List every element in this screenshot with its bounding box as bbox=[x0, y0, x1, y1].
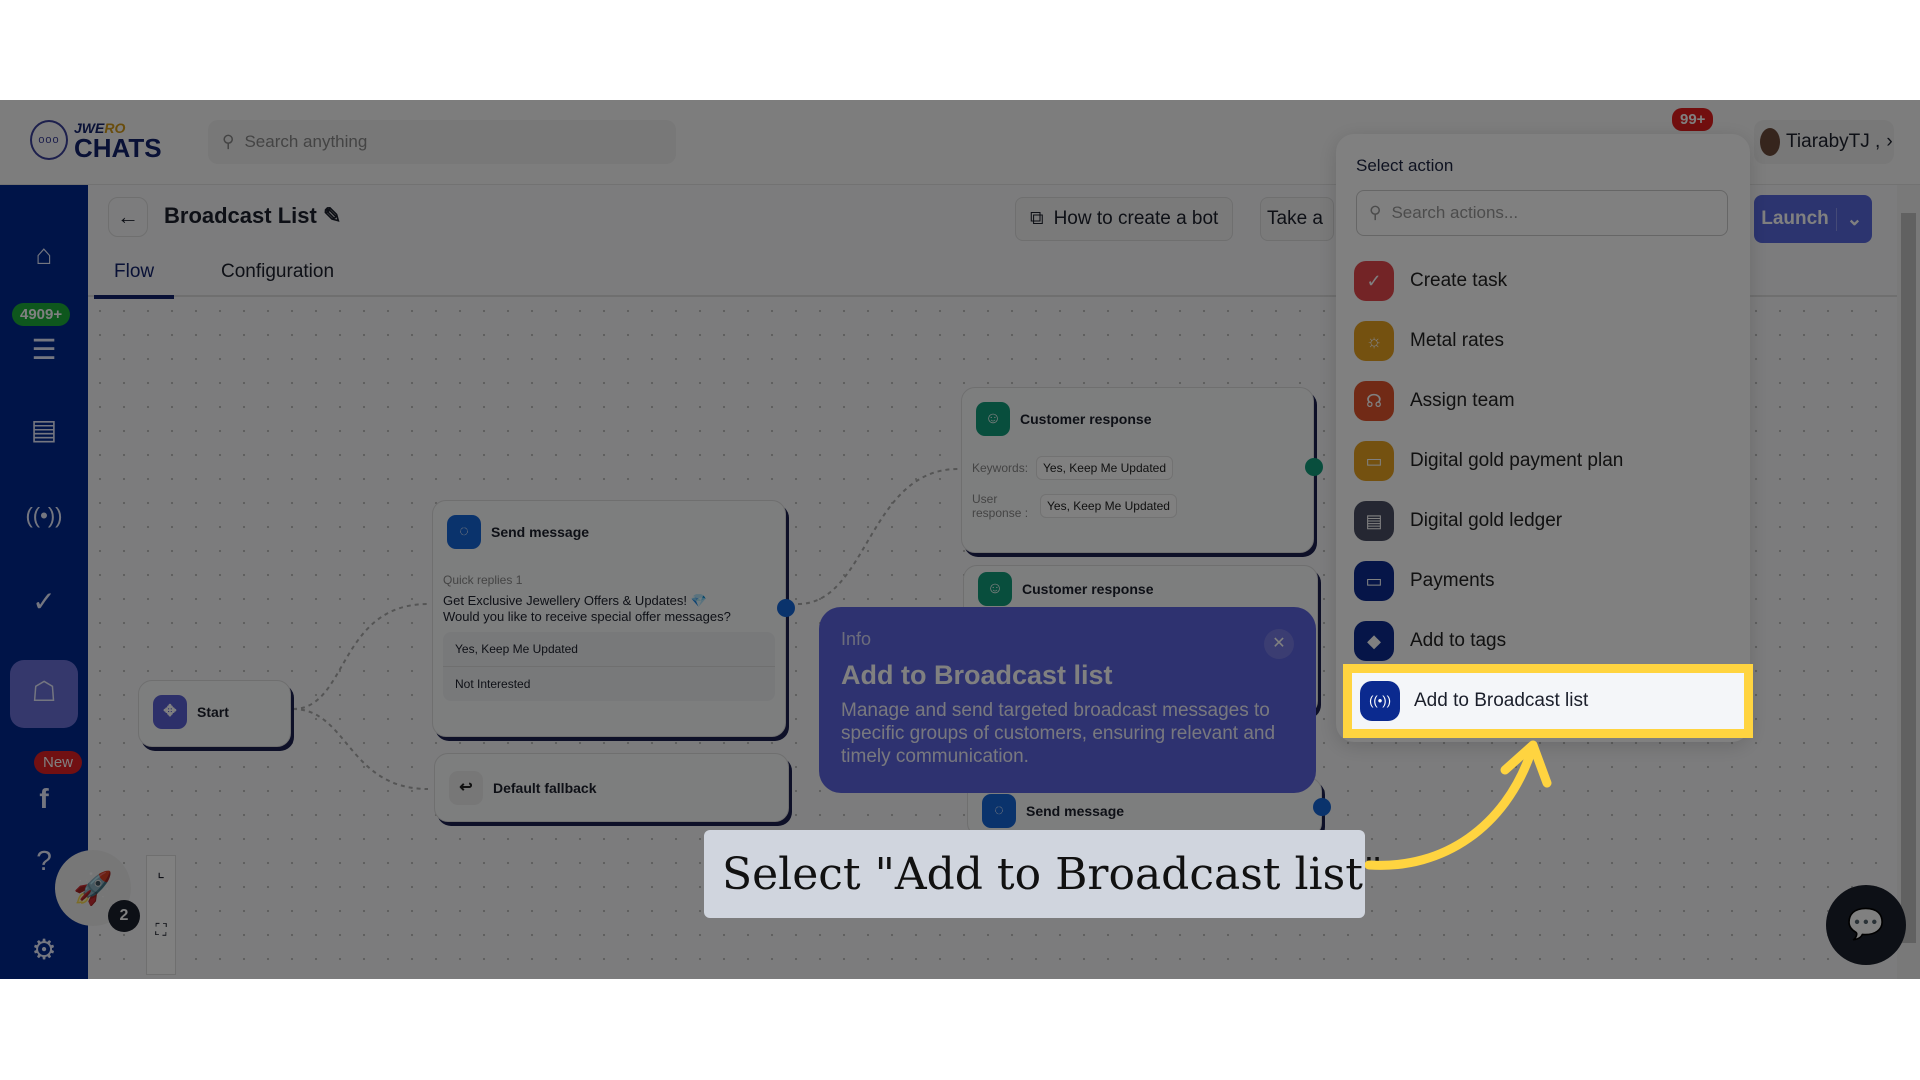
start-node[interactable]: ✥Start bbox=[138, 680, 291, 747]
quick-reply-option: Not Interested bbox=[455, 677, 531, 691]
avatar bbox=[1760, 128, 1780, 156]
settings-icon[interactable]: ⚙ bbox=[31, 934, 57, 965]
onboarding-count-badge: 2 bbox=[108, 900, 140, 932]
broadcast-icon: ((•)) bbox=[1360, 681, 1400, 721]
action-icon: ▭ bbox=[1354, 441, 1394, 481]
tabs: Flow Configuration bbox=[88, 233, 1897, 299]
vertical-scrollbar[interactable] bbox=[1897, 185, 1920, 979]
select-action-panel: Select action ⚲Search actions... ✓Create… bbox=[1336, 134, 1750, 742]
notification-badge[interactable]: 99+ bbox=[1672, 108, 1714, 131]
chat-support-button[interactable]: 💬 bbox=[1826, 885, 1906, 965]
action-item[interactable]: ✓Create task bbox=[1354, 261, 1507, 301]
info-tooltip: Info ✕ Add to Broadcast list Manage and … bbox=[819, 607, 1316, 793]
action-item[interactable]: ☊Assign team bbox=[1354, 381, 1515, 421]
default-fallback-node[interactable]: ↩Default fallback bbox=[434, 753, 789, 822]
close-icon[interactable]: ✕ bbox=[1264, 629, 1294, 659]
reply-icon: ↩ bbox=[449, 771, 483, 805]
search-icon: ⚲ bbox=[222, 132, 235, 151]
action-item[interactable]: ▭Payments bbox=[1354, 561, 1494, 601]
check-circle-icon[interactable]: ✓ bbox=[32, 586, 56, 617]
user-icon: ☺ bbox=[976, 402, 1010, 436]
customer-response-node[interactable]: ☺Customer response Keywords:Yes, Keep Me… bbox=[961, 387, 1323, 553]
action-icon: ◆ bbox=[1354, 621, 1394, 661]
move-icon: ✥ bbox=[153, 695, 187, 729]
pointer-arrow-icon bbox=[1365, 740, 1552, 870]
how-to-create-bot-button[interactable]: ⧉How to create a bot bbox=[1015, 197, 1234, 241]
output-handle[interactable] bbox=[1305, 458, 1323, 476]
message-icon: ◌ bbox=[447, 515, 481, 549]
home-icon[interactable]: ⌂ bbox=[35, 239, 53, 270]
output-handle[interactable] bbox=[777, 599, 795, 617]
tab-flow[interactable]: Flow bbox=[94, 261, 175, 299]
take-tour-button[interactable]: Take a bbox=[1260, 197, 1334, 241]
instruction-caption: Select "Add to Broadcast list" bbox=[704, 830, 1383, 918]
help-icon[interactable]: ? bbox=[36, 845, 52, 876]
user-icon: ☺ bbox=[978, 572, 1012, 606]
message-icon: ◌ bbox=[982, 794, 1016, 828]
document-icon[interactable]: ▤ bbox=[30, 414, 58, 445]
quick-reply-option: Yes, Keep Me Updated bbox=[443, 632, 775, 667]
action-item-add-to-broadcast-list[interactable]: ((•)) Add to Broadcast list bbox=[1343, 664, 1753, 738]
action-item[interactable]: ◆Add to tags bbox=[1354, 621, 1506, 661]
search-icon: ⚲ bbox=[1369, 203, 1382, 222]
action-item[interactable]: ▤Digital gold ledger bbox=[1354, 501, 1562, 541]
back-button[interactable]: ← bbox=[108, 197, 148, 237]
action-icon: ▭ bbox=[1354, 561, 1394, 601]
action-icon: ☼ bbox=[1354, 321, 1394, 361]
chevron-down-icon[interactable]: ⌄ bbox=[1836, 207, 1872, 231]
chevron-right-icon: › bbox=[1886, 131, 1893, 152]
fit-view-icon[interactable]: ⛶ bbox=[155, 922, 167, 939]
user-menu[interactable]: TiarabyTJ ,› bbox=[1754, 120, 1894, 164]
search-actions-input[interactable]: ⚲Search actions... bbox=[1356, 190, 1728, 236]
canvas-controls[interactable]: ⌞⛶ bbox=[146, 855, 176, 975]
edit-pencil-icon[interactable]: ✎ bbox=[322, 203, 342, 228]
sidebar: ⌂ 4909+ ☰ ▤ ((•)) ✓ ☖ New f ? ⚙ bbox=[0, 185, 88, 979]
output-handle[interactable] bbox=[1313, 798, 1331, 816]
bot-icon[interactable]: ☖ bbox=[31, 676, 57, 707]
page-title: Broadcast List ✎ bbox=[164, 203, 342, 228]
send-message-node[interactable]: ◌Send message Quick replies 1 Get Exclus… bbox=[432, 500, 795, 737]
action-icon: ✓ bbox=[1354, 261, 1394, 301]
external-link-icon: ⧉ bbox=[1030, 208, 1044, 229]
launch-button[interactable]: Launch⌄ bbox=[1754, 195, 1872, 243]
new-badge: New bbox=[34, 751, 83, 774]
chat-icon[interactable]: ☰ bbox=[31, 334, 57, 365]
action-item[interactable]: ☼Metal rates bbox=[1354, 321, 1504, 361]
sidebar-item-bot-active[interactable] bbox=[10, 660, 78, 728]
global-search-input[interactable]: ⚲Search anything bbox=[208, 120, 676, 164]
action-icon: ▤ bbox=[1354, 501, 1394, 541]
tab-configuration[interactable]: Configuration bbox=[221, 261, 335, 282]
broadcast-icon[interactable]: ((•)) bbox=[25, 503, 63, 528]
facebook-icon[interactable]: f bbox=[39, 783, 49, 814]
chat-count-badge: 4909+ bbox=[12, 303, 71, 326]
action-item[interactable]: ▭Digital gold payment plan bbox=[1354, 441, 1623, 481]
action-icon: ☊ bbox=[1354, 381, 1394, 421]
flow-connectors bbox=[292, 468, 959, 790]
